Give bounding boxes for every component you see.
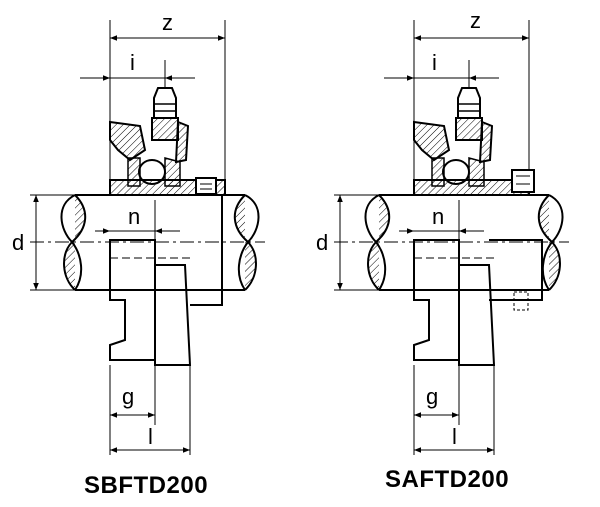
dim-n-label: n xyxy=(128,204,140,229)
dim-g-label: g xyxy=(426,384,438,409)
view-sbftd200: z i n d g l xyxy=(12,10,265,455)
bearing-unit-sbftd200 xyxy=(30,20,265,455)
dim-d-label: d xyxy=(12,230,24,255)
view-saftd200: z i n d g l xyxy=(316,8,569,455)
dim-i-label: i xyxy=(432,50,437,75)
dim-i-label: i xyxy=(130,50,135,75)
set-screw-icon xyxy=(195,177,217,195)
dim-z-label: z xyxy=(162,10,173,35)
caption-sbftd200: SBFTD200 xyxy=(84,472,209,499)
locking-collar xyxy=(489,239,543,301)
dim-n-label: n xyxy=(432,204,444,229)
caption-saftd200: SAFTD200 xyxy=(385,466,510,493)
dim-d-label: d xyxy=(316,230,328,255)
collar-screw-icon xyxy=(511,169,535,193)
dim-l-label: l xyxy=(452,424,457,449)
dim-z-label: z xyxy=(470,8,481,33)
bearing-unit-saftd200 xyxy=(334,20,569,455)
dim-g-label: g xyxy=(122,384,134,409)
dim-l-label: l xyxy=(148,424,153,449)
inner-ring-extension xyxy=(190,194,223,306)
